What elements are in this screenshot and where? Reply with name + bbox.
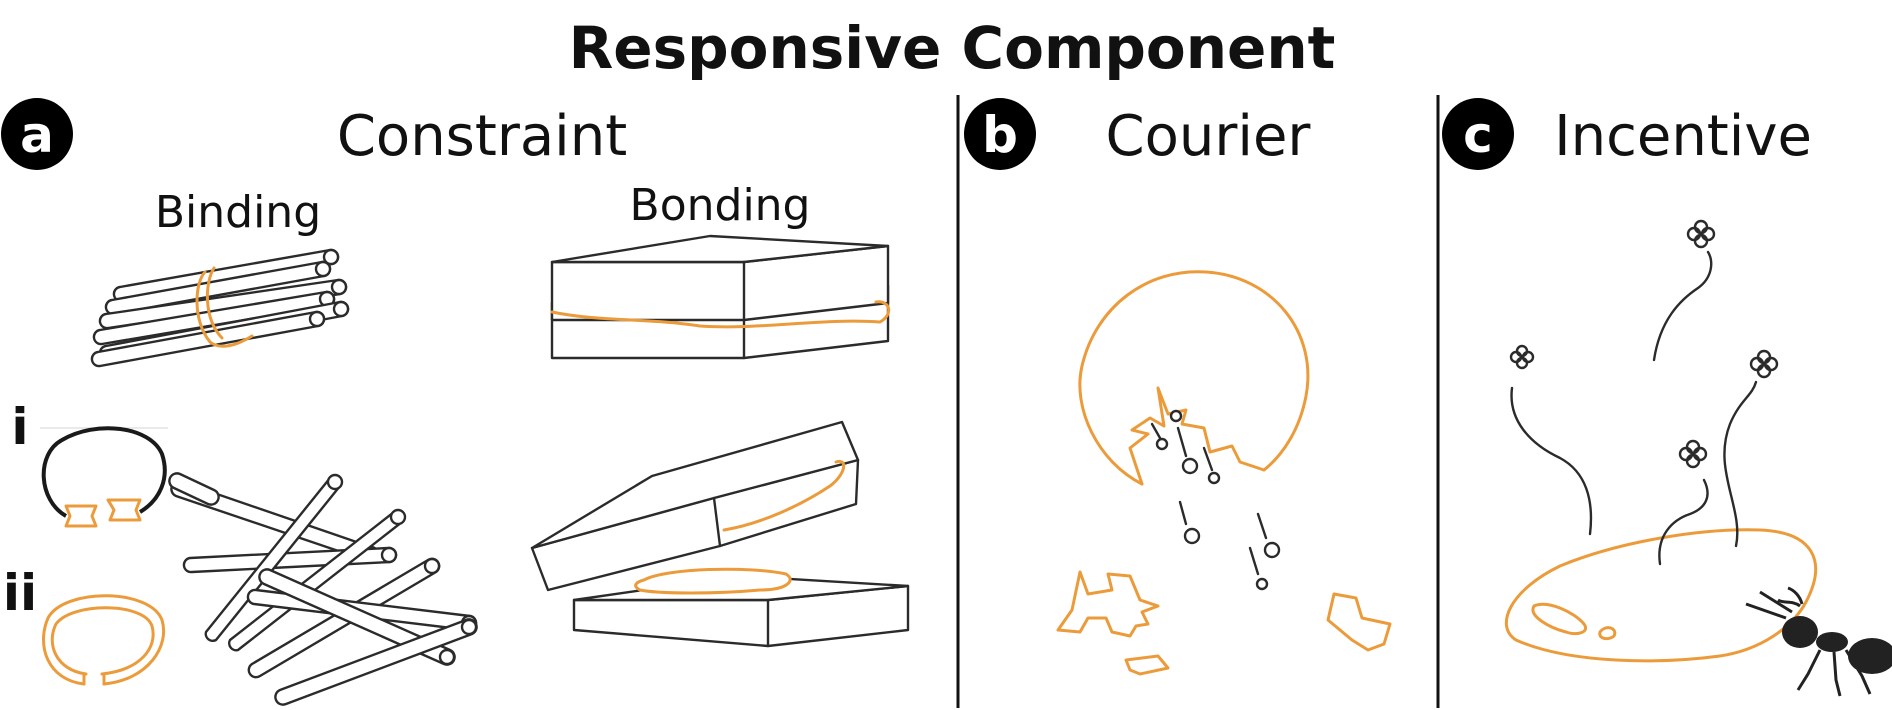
ring-with-clasp (40, 426, 168, 528)
panel-a-title: Constraint (337, 104, 627, 169)
badge-b-label: b (982, 106, 1018, 164)
slab-stack-bonded (550, 234, 891, 360)
bonding-label: Bonding (630, 180, 811, 231)
ant-icon (1745, 586, 1892, 697)
scent-flowers (1509, 219, 1779, 469)
slabs-separated (530, 420, 910, 648)
row-ii-label: ii (3, 564, 37, 622)
badge-b (964, 98, 1036, 170)
panel-incentive: c Incentive (1442, 98, 1892, 697)
badge-a (1, 98, 73, 170)
open-ring (42, 594, 165, 686)
rod-bundle-bound (90, 248, 350, 368)
badge-a-label: a (20, 106, 54, 164)
binding-label: Binding (155, 187, 321, 238)
capsule-bursting (1078, 270, 1310, 486)
scent-trails (1510, 250, 1758, 566)
figure-title: Responsive Component (569, 14, 1336, 82)
particles-released (1150, 409, 1281, 591)
bait-drop (1504, 528, 1817, 663)
panel-constraint: a Constraint Binding Bonding (1, 98, 910, 706)
row-i-label: i (11, 398, 28, 456)
capsule-fragments (1056, 570, 1392, 676)
panel-b-title: Courier (1106, 104, 1312, 169)
badge-c-label: c (1463, 106, 1493, 164)
panel-c-title: Incentive (1554, 104, 1812, 169)
panel-courier: b Courier (964, 98, 1392, 676)
badge-c (1442, 98, 1514, 170)
rods-scattered (168, 472, 478, 706)
